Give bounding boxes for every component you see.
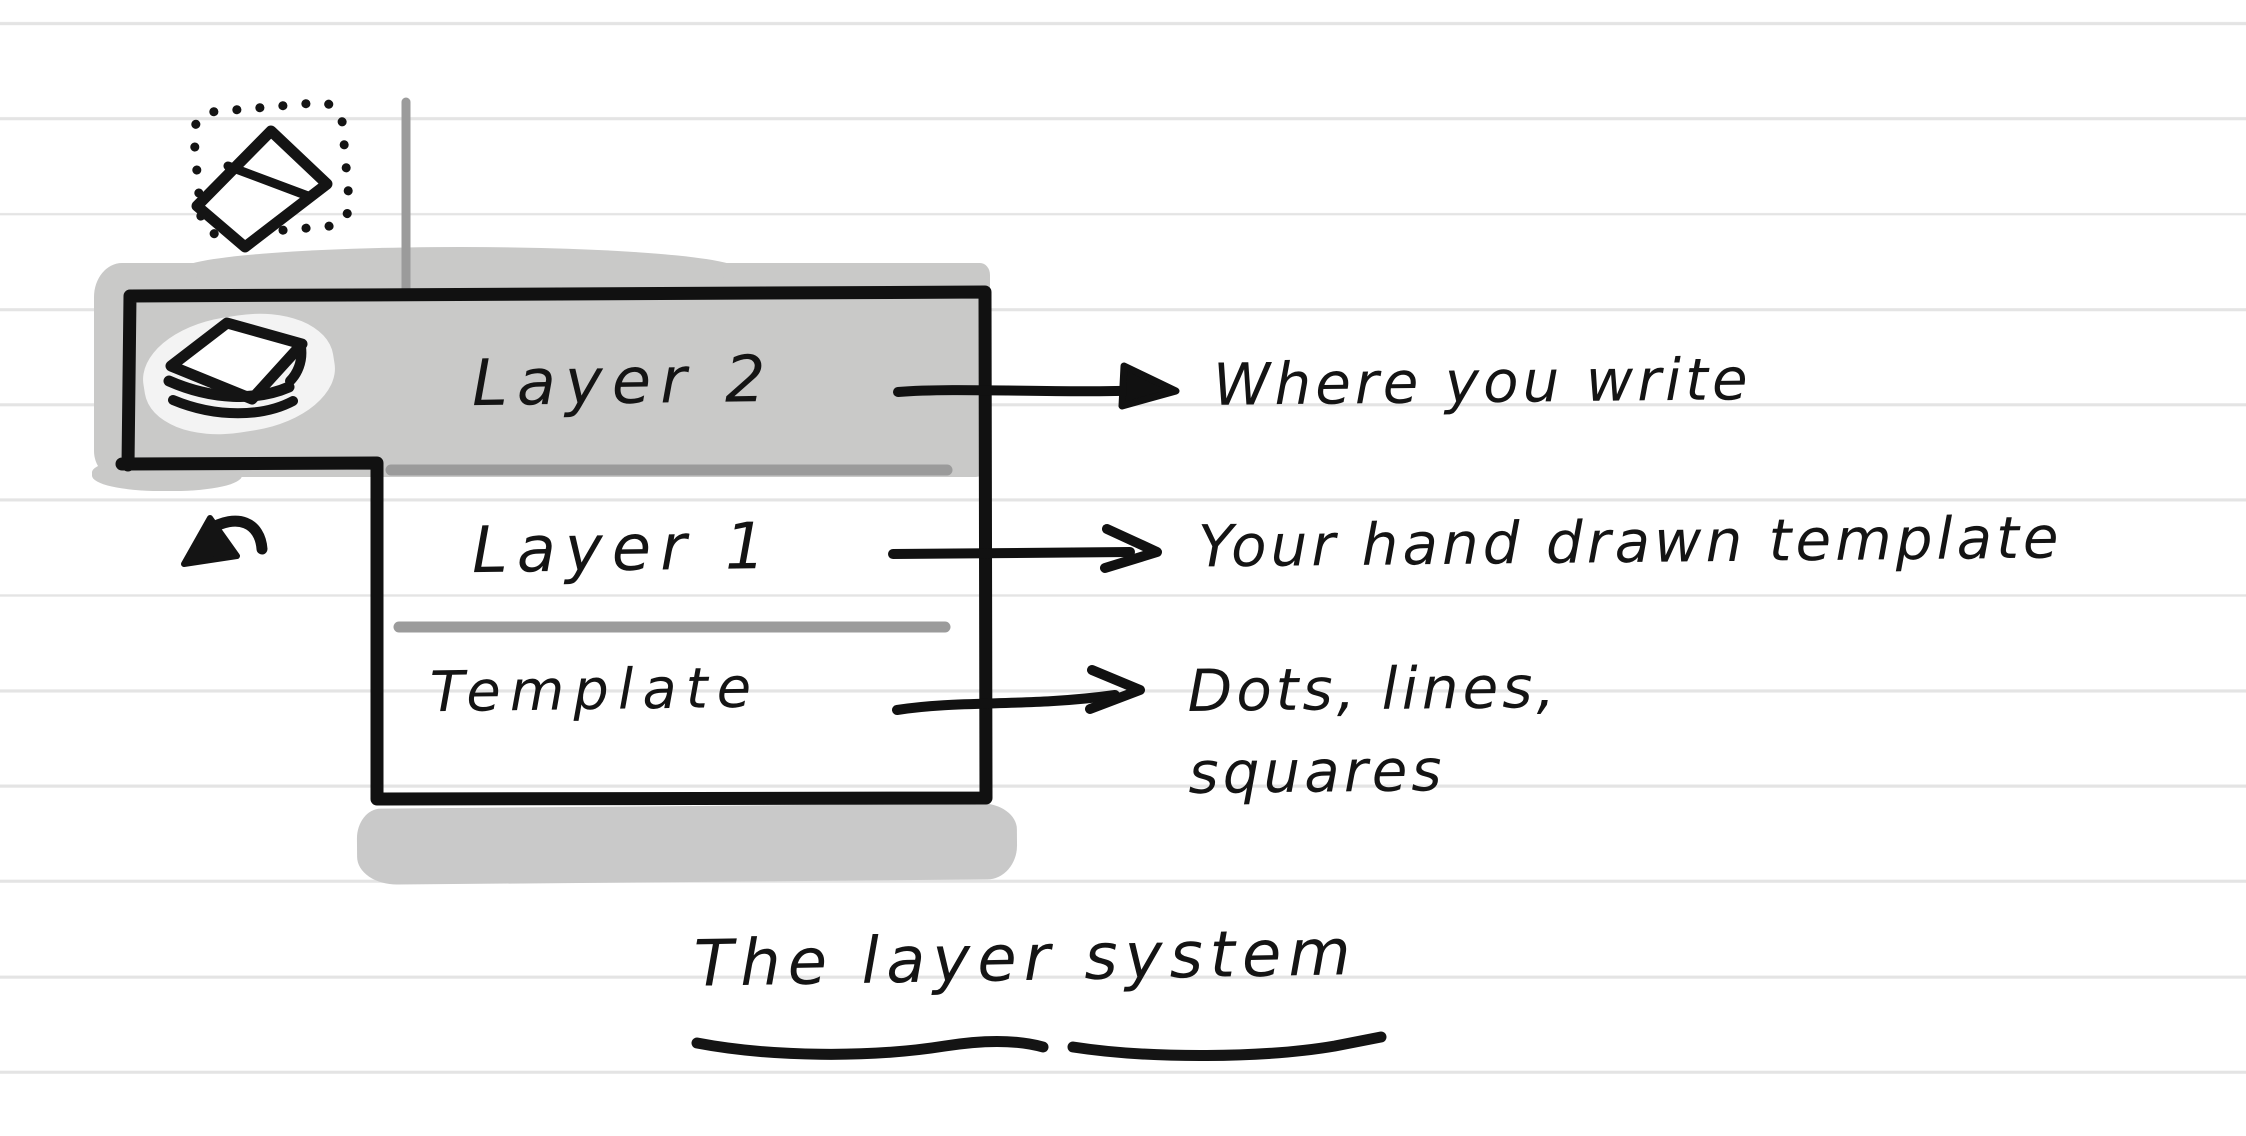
page-select-icon [189, 98, 354, 253]
layer-1-label: Layer 1 [471, 509, 776, 589]
arrow-layer2 [893, 362, 1180, 410]
title-underline [691, 1031, 1387, 1062]
pages-stack-icon [163, 317, 308, 419]
template-annotation: Dots, lines, squares [1187, 653, 1560, 808]
layer-2-annotation: Where you write [1212, 345, 1752, 419]
arrow-template [892, 665, 1145, 715]
layer-2-label: Layer 2 [471, 342, 776, 422]
diagram-title: The layer system [693, 916, 1359, 1002]
arrow-layer1 [888, 524, 1162, 573]
panel-outline [115, 285, 993, 806]
undo-arrow-icon [181, 515, 268, 567]
template-label: Template [429, 655, 761, 726]
layer-1-annotation: Your hand drawn template [1197, 503, 2063, 581]
